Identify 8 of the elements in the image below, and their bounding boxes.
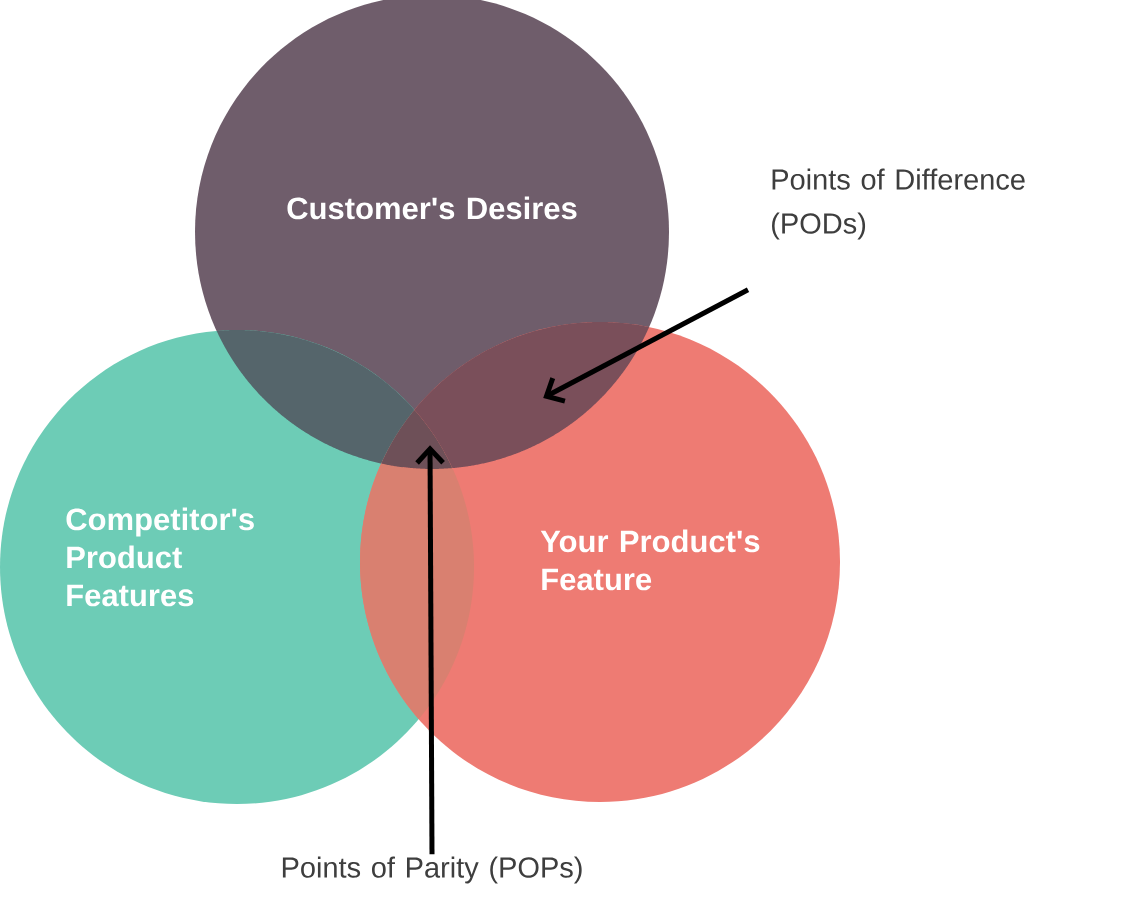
- overlap-region: [380, 409, 453, 469]
- leader-arrow: [543, 287, 750, 404]
- overlap-lens: [360, 463, 474, 719]
- overlap-lens: [216, 330, 415, 464]
- leader-arrow: [415, 445, 445, 855]
- callout-text: Points of Difference (PODs): [772, 168, 1025, 240]
- overlap-lens: [414, 322, 649, 469]
- callout-text: Points of Parity (POPs): [282, 856, 582, 884]
